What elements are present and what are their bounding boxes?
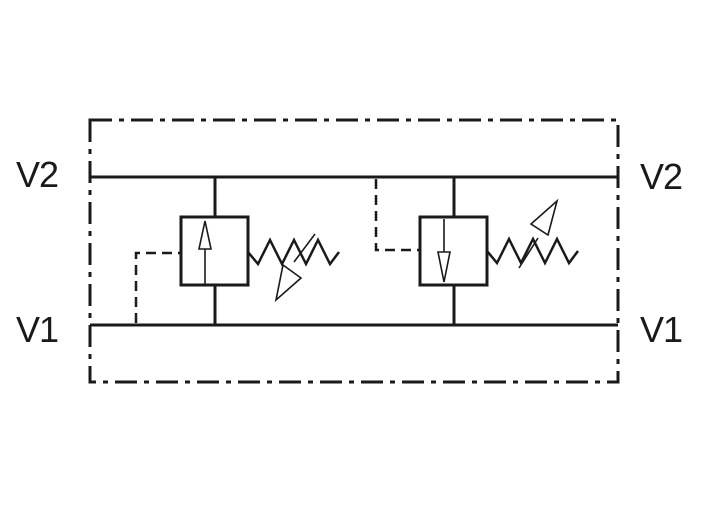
valve-left-pilot-line: [134, 251, 181, 323]
relief-valve-right: [374, 177, 579, 325]
valve-left-flow-arrow-icon: [198, 220, 212, 250]
relief-valve-left: [134, 177, 340, 325]
port-label-v1-right: V1: [640, 309, 682, 350]
valve-right-body: [418, 215, 489, 287]
port-label-v1-left: V1: [16, 309, 58, 350]
valve-right-pilot-line: [374, 179, 420, 252]
valve-left-adjustment-arrow-icon: [274, 233, 316, 303]
valve-left-body: [179, 215, 250, 287]
port-label-v2-left: V2: [16, 154, 58, 195]
port-label-v2-right: V2: [640, 156, 682, 197]
valve-right-spring-icon: [486, 236, 579, 266]
valve-right-adjustment-arrow-icon: [518, 198, 559, 269]
valve-right-flow-arrow-icon: [437, 251, 451, 283]
valve-left-spring-icon: [247, 237, 340, 267]
valve-body-enclosure: [88, 118, 620, 384]
